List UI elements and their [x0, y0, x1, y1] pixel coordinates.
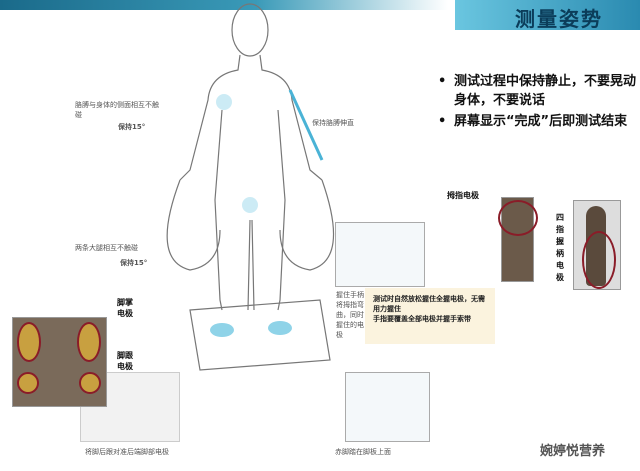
bullet-item: 测试过程中保持静止，不要晃动身体，不要说话	[438, 72, 638, 110]
page-title: 测量姿势	[455, 0, 640, 31]
foot-electrode-photo	[12, 317, 107, 407]
grip-label: 握住手柄将拇指弯曲，同时握住的电极	[336, 291, 364, 339]
watermark: 婉婷悦营养	[540, 444, 606, 459]
grip-note-box: 测试时自然放松握住全握电极，无需用力握住 手指要覆盖全部电极并握手索带	[365, 288, 495, 344]
four-finger-electrode-label: 四指握柄电极	[556, 213, 564, 282]
arm-gap-label: 胳膊与身体的侧面相互不触碰	[75, 101, 159, 119]
top-banner	[0, 0, 640, 10]
note-item: 测试时自然放松握住全握电极，无需用力握住	[373, 295, 485, 313]
sole-electrode-label: 脚掌电极	[117, 298, 133, 318]
legs-gap-label: 两条大腿相互不触碰	[75, 244, 138, 252]
heel-electrode-label: 脚跟电极	[117, 351, 133, 371]
keep-arms-straight-label: 保持胳膊伸直	[312, 119, 354, 127]
arm-angle-label: 保持15°	[118, 123, 146, 131]
barefoot-label: 赤脚踏在脚板上面	[335, 448, 391, 456]
note-item: 手指要覆盖全部电极并握手索带	[373, 315, 471, 323]
body-figure-illustration	[166, 3, 335, 371]
foot-inset	[345, 372, 430, 442]
heel-align-label: 将脚后跟对准后端脚部电极	[85, 448, 169, 456]
bullet-item: 屏幕显示“完成”后即测试结束	[438, 112, 638, 131]
four-finger-electrode-photo	[573, 200, 621, 290]
hand-grip-inset	[335, 222, 425, 287]
legs-angle-label: 保持15°	[120, 259, 148, 267]
instruction-list: 测试过程中保持静止，不要晃动身体，不要说话 屏幕显示“完成”后即测试结束	[438, 72, 638, 133]
thumb-electrode-label: 拇指电极	[447, 191, 479, 200]
thumb-electrode-photo	[498, 197, 538, 282]
